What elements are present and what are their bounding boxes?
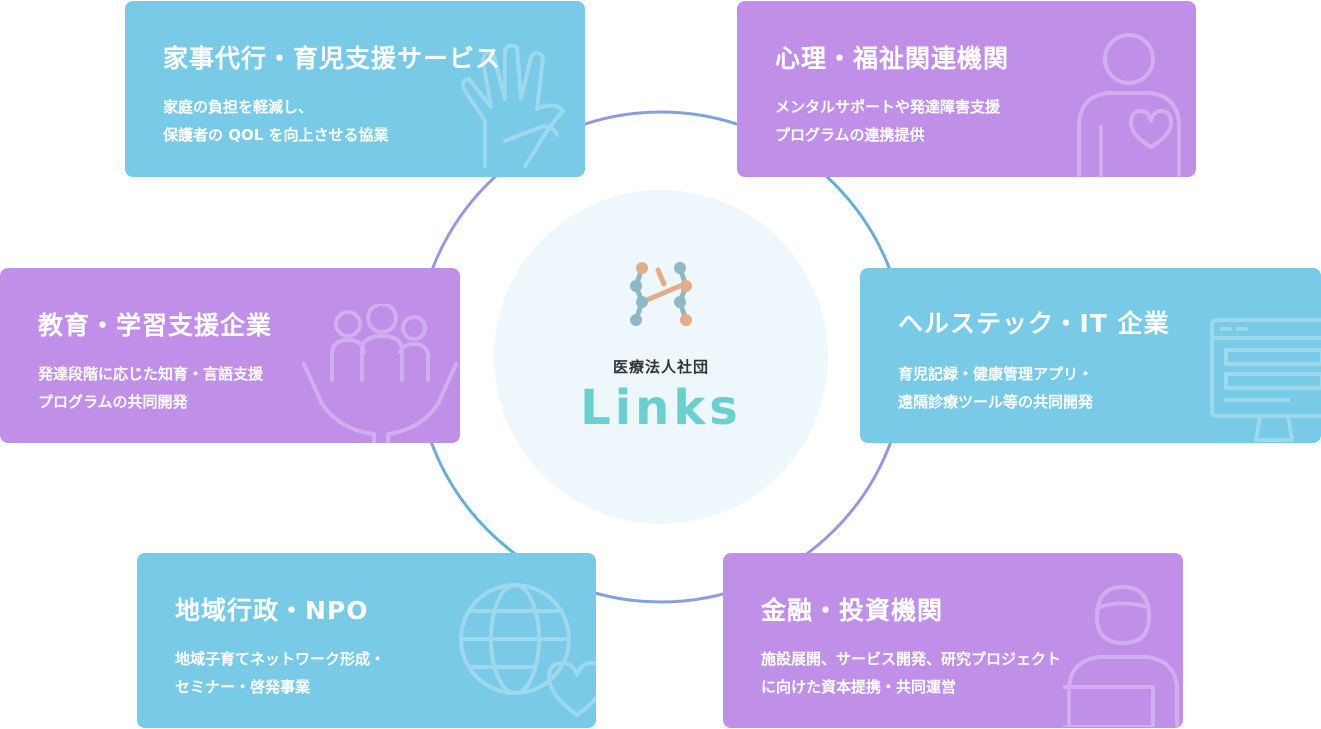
center-hub: 医療法人社団 Links <box>494 190 828 524</box>
card-title: 教育・学習支援企業 <box>38 311 273 340</box>
card-description: 家庭の負担を軽減し、 保護者の QOL を向上させる協業 <box>163 98 389 144</box>
brand-name: Links <box>580 380 742 436</box>
person-heart-icon <box>1077 33 1181 177</box>
presenter-icon <box>1063 585 1179 727</box>
card-title: 家事代行・育児支援サービス <box>163 44 502 73</box>
monitor-icon <box>1210 318 1321 442</box>
card-title: 地域行政・NPO <box>175 596 369 625</box>
card-healthtech-it: ヘルステック・IT 企業 育児記録・健康管理アプリ・ 遠隔診療ツール等の共同開発 <box>860 268 1321 443</box>
card-local-government-npo: 地域行政・NPO 地域子育てネットワーク形成・ セミナー・啓発事業 <box>137 553 596 728</box>
card-psychology-welfare: 心理・福祉関連機関 メンタルサポートや発達障害支援 プログラムの連携提供 <box>737 1 1196 177</box>
family-hands-icon <box>302 304 458 443</box>
card-description: 育児記録・健康管理アプリ・ 遠隔診療ツール等の共同開発 <box>898 365 1094 411</box>
card-description: メンタルサポートや発達障害支援 プログラムの連携提供 <box>775 98 1001 144</box>
card-finance-investment: 金融・投資機関 施設展開、サービス開発、研究プロジェクト に向けた資本提携・共同… <box>723 553 1183 728</box>
card-title: ヘルステック・IT 企業 <box>898 309 1170 338</box>
card-housework-childcare: 家事代行・育児支援サービス 家庭の負担を軽減し、 保護者の QOL を向上させる… <box>125 1 585 177</box>
card-description: 発達段階に応じた知育・言語支援 プログラムの共同開発 <box>38 365 264 411</box>
links-logo-icon <box>630 262 692 326</box>
globe-heart-icon <box>459 583 596 717</box>
card-description: 施設展開、サービス開発、研究プロジェクト に向けた資本提携・共同運営 <box>761 650 1062 696</box>
card-title: 心理・福祉関連機関 <box>775 44 1010 73</box>
card-title: 金融・投資機関 <box>761 596 944 625</box>
card-education-learning: 教育・学習支援企業 発達段階に応じた知育・言語支援 プログラムの共同開発 <box>0 268 460 443</box>
organization-type: 医療法人社団 <box>612 358 709 376</box>
card-description: 地域子育てネットワーク形成・ セミナー・啓発事業 <box>175 650 386 696</box>
